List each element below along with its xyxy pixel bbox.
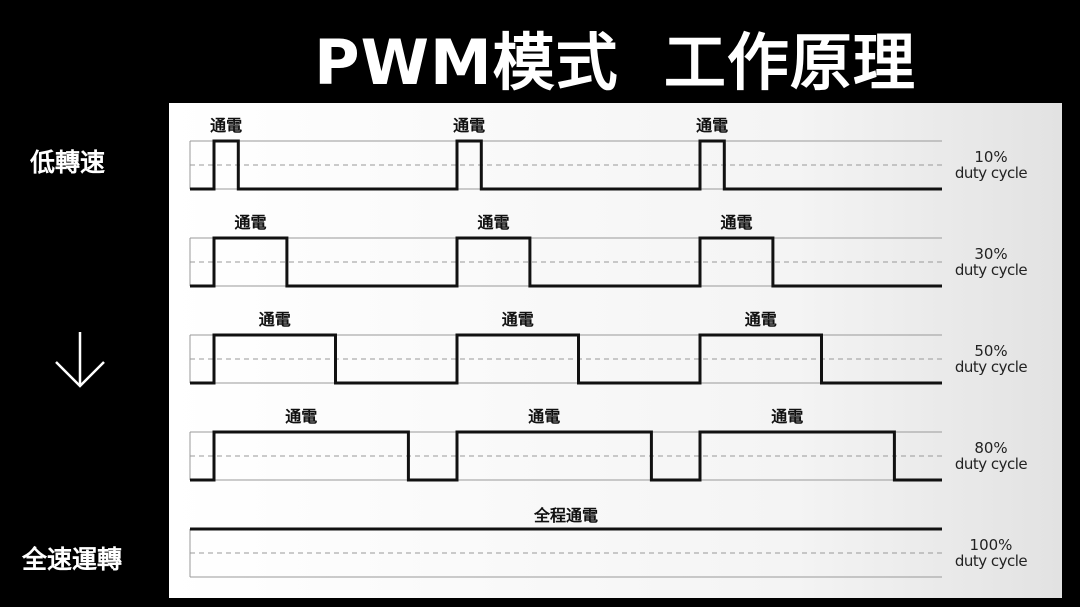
signal-line	[190, 430, 942, 482]
full-on-label: 全程通電	[533, 506, 598, 525]
duty-cycle-label: duty cycle	[955, 358, 1028, 376]
duty-percent-label: 80%	[974, 439, 1007, 457]
duty-cycle-label: duty cycle	[955, 164, 1028, 182]
signal-line	[190, 236, 942, 288]
duty-cycle-label: duty cycle	[955, 261, 1028, 279]
down-arrow-icon	[55, 332, 105, 388]
page-title: PWM模式 工作原理	[314, 26, 916, 99]
pulse-on-label: 通電	[477, 213, 509, 232]
full-speed-label: 全速運轉	[22, 545, 123, 574]
duty-percent-label: 100%	[970, 536, 1013, 554]
duty-percent-label: 50%	[974, 342, 1007, 360]
duty-cycle-label: duty cycle	[955, 455, 1028, 473]
pulse-on-label: 通電	[453, 116, 485, 135]
pulse-on-label: 通電	[745, 310, 777, 329]
pwm-waveforms: 通電通電通電10%duty cycle通電通電通電30%duty cycle通電…	[189, 116, 1028, 578]
signal-line	[190, 139, 942, 191]
pulse-on-label: 通電	[696, 116, 728, 135]
duty-percent-label: 10%	[974, 148, 1007, 166]
duty-percent-label: 30%	[974, 245, 1007, 263]
pulse-on-label: 通電	[528, 407, 560, 426]
duty-cycle-label: duty cycle	[955, 552, 1028, 570]
pulse-on-label: 通電	[234, 213, 266, 232]
pulse-on-label: 通電	[285, 407, 317, 426]
signal-line	[190, 333, 942, 385]
pulse-on-label: 通電	[210, 116, 242, 135]
pulse-on-label: 通電	[502, 310, 534, 329]
pulse-on-label: 通電	[720, 213, 752, 232]
pulse-on-label: 通電	[771, 407, 803, 426]
pulse-on-label: 通電	[259, 310, 291, 329]
low-speed-label: 低轉速	[30, 148, 106, 177]
